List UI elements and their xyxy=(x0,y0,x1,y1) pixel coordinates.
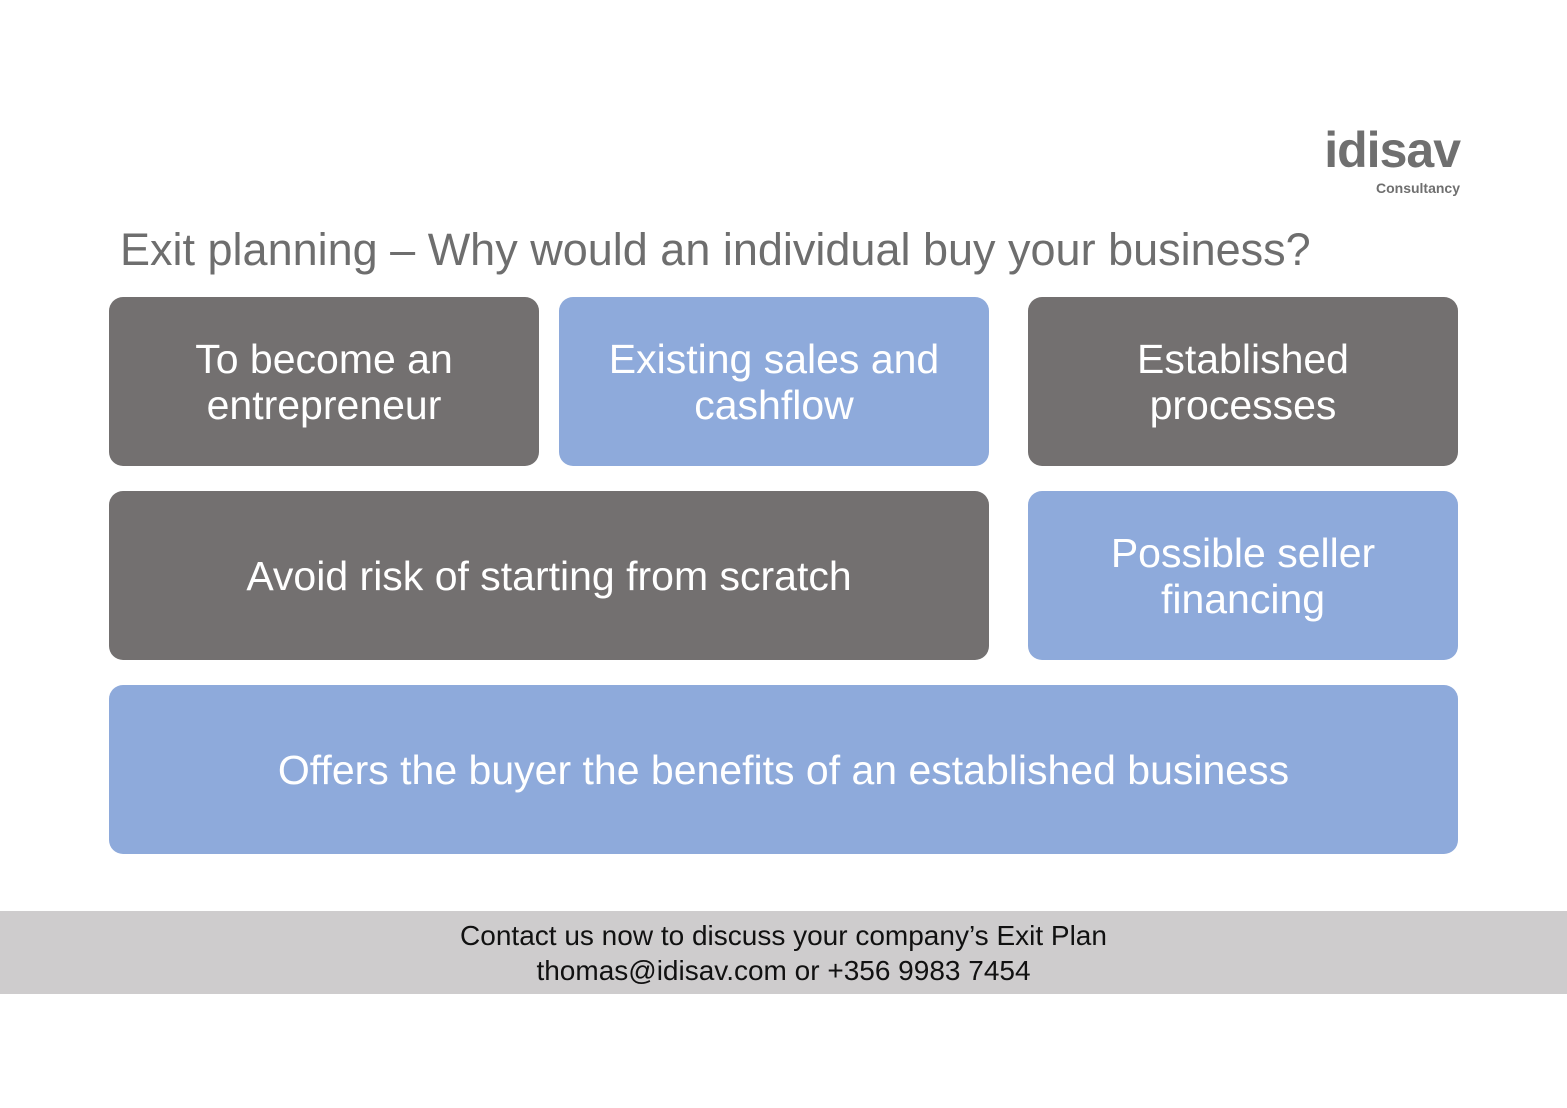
contact-footer: Contact us now to discuss your company’s… xyxy=(0,911,1567,994)
page-title: Exit planning – Why would an individual … xyxy=(120,224,1311,275)
reason-box-sales-cashflow: Existing sales and cashflow xyxy=(559,297,989,466)
reason-text: To become an entrepreneur xyxy=(195,335,453,428)
footer-contact: thomas@idisav.com or +356 9983 7454 xyxy=(536,955,1031,986)
footer-line1: Contact us now to discuss your company’s… xyxy=(460,920,1107,951)
reason-text: Possible seller financing xyxy=(1110,529,1376,622)
reason-text: Established processes xyxy=(1137,335,1349,428)
reason-text: Avoid risk of starting from scratch xyxy=(246,552,852,599)
reason-text: Offers the buyer the benefits of an esta… xyxy=(277,746,1290,793)
reason-box-processes: Established processes xyxy=(1028,297,1458,466)
logo-name: idisav xyxy=(1324,122,1461,178)
reason-box-avoid-risk: Avoid risk of starting from scratch xyxy=(109,491,989,660)
reason-box-entrepreneur: To become an entrepreneur xyxy=(109,297,539,466)
logo-subtitle: Consultancy xyxy=(1375,180,1460,196)
reason-box-benefits: Offers the buyer the benefits of an esta… xyxy=(109,685,1458,854)
company-logo: idisav Consultancy xyxy=(1324,122,1461,196)
reason-text: Existing sales and cashflow xyxy=(608,335,940,428)
reason-box-seller-financing: Possible seller financing xyxy=(1028,491,1458,660)
